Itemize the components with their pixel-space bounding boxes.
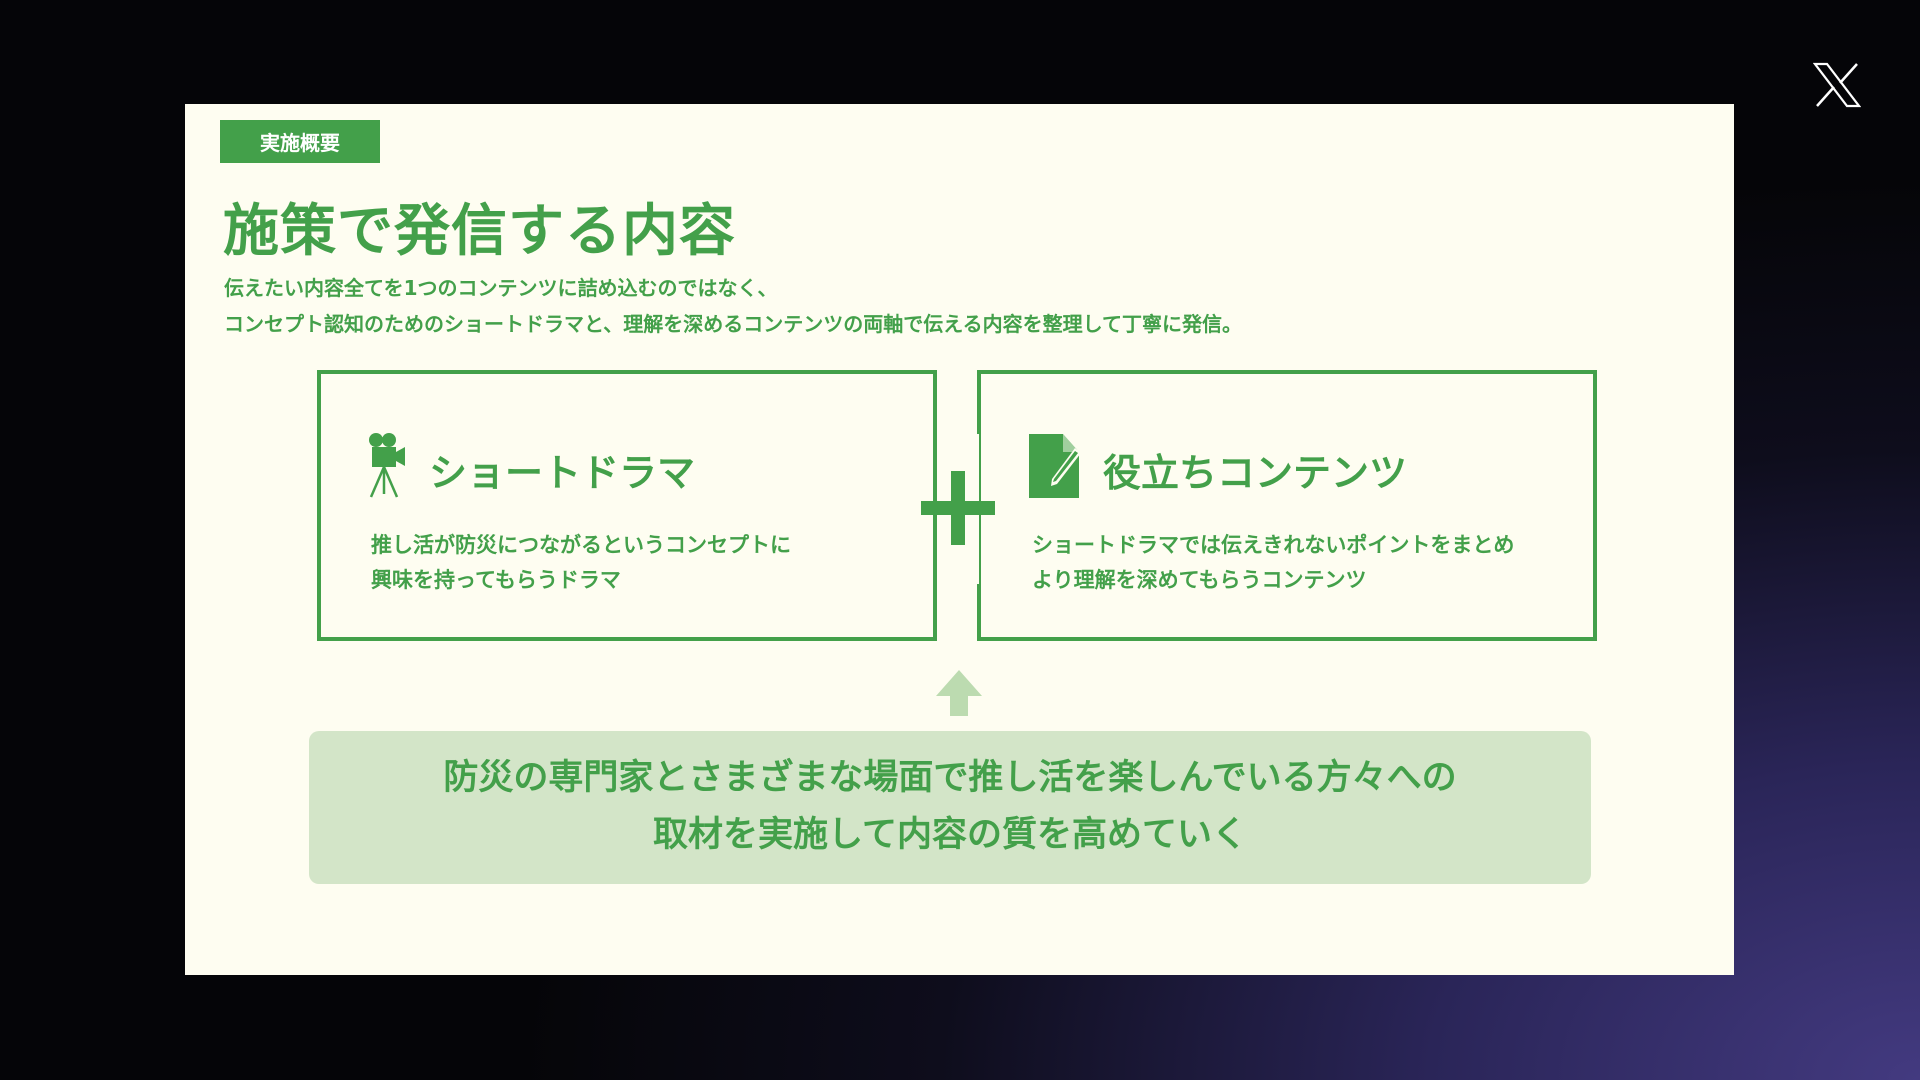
card-short-drama: ショートドラマ 推し活が防災につながるというコンセプトに 興味を持ってもらうドラ… [317,370,937,641]
summary-panel: 防災の専門家とさまざまな場面で推し活を楽しんでいる方々への 取材を実施して内容の… [309,731,1591,884]
summary-line-2: 取材を実施して内容の質を高めていく [653,815,1247,855]
section-tag: 実施概要 [220,120,380,163]
card-desc-line: ショートドラマでは伝えきれないポイントをまとめ [1032,533,1515,557]
card-description: ショートドラマでは伝えきれないポイントをまとめ より理解を深めてもらうコンテンツ [1032,528,1514,598]
plus-icon [921,471,995,545]
card-useful-content: 役立ちコンテンツ ショートドラマでは伝えきれないポイントをまとめ より理解を深め… [977,370,1597,641]
page-title: 施策で発信する内容 [223,199,736,264]
arrow-up-icon [936,670,982,716]
card-desc-line: 推し活が防災につながるというコンセプトに [371,533,791,557]
card-title: ショートドラマ [429,451,696,495]
card-desc-line: 興味を持ってもらうドラマ [371,568,621,592]
summary-line-1: 防災の専門家とさまざまな場面で推し活を楽しんでいる方々への [443,758,1457,798]
subtitle-line-2: コンセプト認知のためのショートドラマと、理解を深めるコンテンツの両軸で伝える内容… [224,312,1242,336]
movie-camera-icon [369,433,405,498]
card-description: 推し活が防災につながるというコンセプトに 興味を持ってもらうドラマ [371,528,791,598]
document-pencil-icon [1029,434,1081,498]
card-title: 役立ちコンテンツ [1103,451,1408,495]
slide: 実施概要 施策で発信する内容 伝えたい内容全てを1つのコンテンツに詰め込むのでは… [185,104,1734,975]
card-desc-line: より理解を深めてもらうコンテンツ [1032,568,1367,592]
x-logo-icon [1813,62,1861,108]
subtitle-line-1: 伝えたい内容全てを1つのコンテンツに詰め込むのではなく、 [224,276,778,300]
